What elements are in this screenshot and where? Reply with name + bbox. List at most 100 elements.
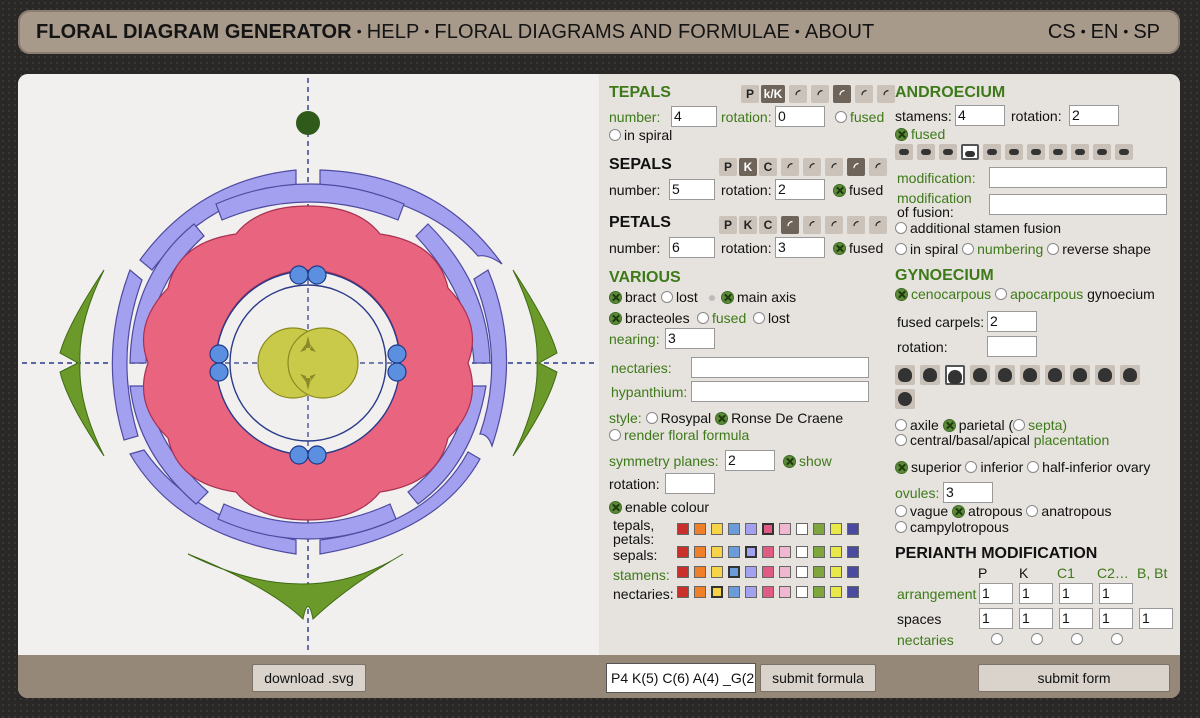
nav-about[interactable]: ABOUT: [804, 21, 875, 43]
carpel-shape-5[interactable]: [1020, 365, 1040, 385]
stamen-shape-1[interactable]: [917, 144, 935, 160]
sepals-shape-4[interactable]: ◜: [847, 158, 865, 176]
anatropous-option[interactable]: anatropous: [1026, 503, 1111, 519]
spaces-c1-input[interactable]: 1: [1059, 608, 1093, 629]
sepals-shape-1[interactable]: ◜: [781, 158, 799, 176]
modification-input[interactable]: [989, 167, 1167, 188]
arrangement-k-input[interactable]: 1: [1019, 583, 1053, 604]
swatch-stamens-3[interactable]: [728, 566, 740, 578]
petals-shape-4[interactable]: ◜: [847, 216, 865, 234]
swatch-nectaries-9[interactable]: [830, 586, 842, 598]
sepals-shape-3[interactable]: ◜: [825, 158, 843, 176]
petals-btn-p[interactable]: P: [719, 216, 737, 234]
swatch-nectaries-5[interactable]: [762, 586, 774, 598]
stamens-spiral-option[interactable]: in spiral: [895, 241, 958, 257]
swatch-stamens-5[interactable]: [762, 566, 774, 578]
sepals-btn-k[interactable]: K: [739, 158, 757, 176]
style-rosypal-option[interactable]: Rosypal: [645, 410, 711, 426]
stamen-shape-9[interactable]: [1093, 144, 1111, 160]
swatch-stamens-4[interactable]: [745, 566, 757, 578]
arrangement-p-input[interactable]: 1: [979, 583, 1013, 604]
swatch-stamens-9[interactable]: [830, 566, 842, 578]
tepals-number-input[interactable]: 4: [671, 106, 717, 127]
stamen-shape-0[interactable]: [895, 144, 913, 160]
swatch-nectaries-8[interactable]: [813, 586, 825, 598]
swatch-sepals-4[interactable]: [745, 546, 757, 558]
spaces-k-input[interactable]: 1: [1019, 608, 1053, 629]
swatch-tepals-4[interactable]: [745, 523, 757, 535]
half-inferior-option[interactable]: half-inferior ovary: [1027, 459, 1150, 475]
central-option[interactable]: central/basal/apical: [895, 432, 1030, 448]
stamen-shape-7[interactable]: [1049, 144, 1067, 160]
enable-colour-option[interactable]: enable colour: [609, 499, 709, 515]
style-ronse-option[interactable]: Ronse De Craene: [715, 410, 843, 426]
cenocarpous-option[interactable]: cenocarpous: [895, 286, 991, 302]
arrangement-c1-input[interactable]: 1: [1059, 583, 1093, 604]
render-formula-option[interactable]: render floral formula: [609, 427, 749, 443]
swatch-sepals-0[interactable]: [677, 546, 689, 558]
atropous-option[interactable]: atropous: [952, 503, 1023, 519]
stamen-shape-2[interactable]: [939, 144, 957, 160]
stamen-shape-4[interactable]: [983, 144, 1001, 160]
lang-sp[interactable]: SP: [1133, 21, 1160, 43]
carpel-shape-1[interactable]: [920, 365, 940, 385]
carpel-shape-2[interactable]: [945, 365, 965, 385]
reverse-shape-option[interactable]: reverse shape: [1047, 241, 1151, 257]
swatch-nectaries-6[interactable]: [779, 586, 791, 598]
carpel-shape-10[interactable]: [895, 389, 915, 409]
swatch-sepals-9[interactable]: [830, 546, 842, 558]
swatch-sepals-10[interactable]: [847, 546, 859, 558]
swatch-tepals-8[interactable]: [813, 523, 825, 535]
swatch-sepals-8[interactable]: [813, 546, 825, 558]
tepals-btn-p[interactable]: P: [741, 85, 759, 103]
swatch-nectaries-7[interactable]: [796, 586, 808, 598]
hypanthium-input[interactable]: [691, 381, 869, 402]
carpel-shape-7[interactable]: [1070, 365, 1090, 385]
sepals-number-input[interactable]: 5: [669, 179, 715, 200]
sepals-fused-option[interactable]: fused: [833, 182, 883, 198]
swatch-nectaries-10[interactable]: [847, 586, 859, 598]
apocarpous-option[interactable]: apocarpous: [995, 286, 1083, 302]
submit-form-button[interactable]: submit form: [978, 664, 1170, 692]
stamen-shape-6[interactable]: [1027, 144, 1045, 160]
formula-input[interactable]: P4 K(5) C(6) A(4) _G(2: [606, 663, 756, 693]
spaces-c2-input[interactable]: 1: [1099, 608, 1133, 629]
modification-fusion-input[interactable]: [989, 194, 1167, 215]
swatch-tepals-10[interactable]: [847, 523, 859, 535]
sepals-rotation-input[interactable]: 2: [775, 179, 825, 200]
carpel-shape-3[interactable]: [970, 365, 990, 385]
swatch-tepals-3[interactable]: [728, 523, 740, 535]
swatch-nectaries-1[interactable]: [694, 586, 706, 598]
campylotropous-option[interactable]: campylotropous: [895, 519, 1009, 535]
swatch-stamens-1[interactable]: [694, 566, 706, 578]
swatch-stamens-8[interactable]: [813, 566, 825, 578]
stamen-shape-10[interactable]: [1115, 144, 1133, 160]
bract-lost-option[interactable]: lost: [661, 289, 698, 305]
bracteoles-fused-option[interactable]: fused: [697, 310, 746, 326]
nearing-input[interactable]: 3: [665, 328, 715, 349]
tepals-shape-5[interactable]: ◜: [877, 85, 895, 103]
nav-help[interactable]: HELP: [366, 21, 420, 43]
petals-shape-5[interactable]: ◜: [869, 216, 887, 234]
carpel-shape-0[interactable]: [895, 365, 915, 385]
petals-fused-option[interactable]: fused: [833, 240, 883, 256]
stamens-fused-option[interactable]: fused: [895, 126, 945, 142]
tepals-shape-1[interactable]: ◜: [789, 85, 807, 103]
stamen-shape-3[interactable]: [961, 144, 979, 160]
nectary-c2-radio[interactable]: [1111, 633, 1123, 645]
sepals-shape-2[interactable]: ◜: [803, 158, 821, 176]
swatch-stamens-7[interactable]: [796, 566, 808, 578]
spaces-b-input[interactable]: 1: [1139, 608, 1173, 629]
nectary-p-radio[interactable]: [991, 633, 1003, 645]
swatch-nectaries-2[interactable]: [711, 586, 723, 598]
swatch-nectaries-4[interactable]: [745, 586, 757, 598]
carpel-shape-8[interactable]: [1095, 365, 1115, 385]
ovules-input[interactable]: 3: [943, 482, 993, 503]
tepals-shape-2[interactable]: ◜: [811, 85, 829, 103]
tepals-shape-3[interactable]: ◜: [833, 85, 851, 103]
petals-shape-3[interactable]: ◜: [825, 216, 843, 234]
swatch-sepals-1[interactable]: [694, 546, 706, 558]
tepals-shape-4[interactable]: ◜: [855, 85, 873, 103]
swatch-tepals-9[interactable]: [830, 523, 842, 535]
swatch-stamens-10[interactable]: [847, 566, 859, 578]
